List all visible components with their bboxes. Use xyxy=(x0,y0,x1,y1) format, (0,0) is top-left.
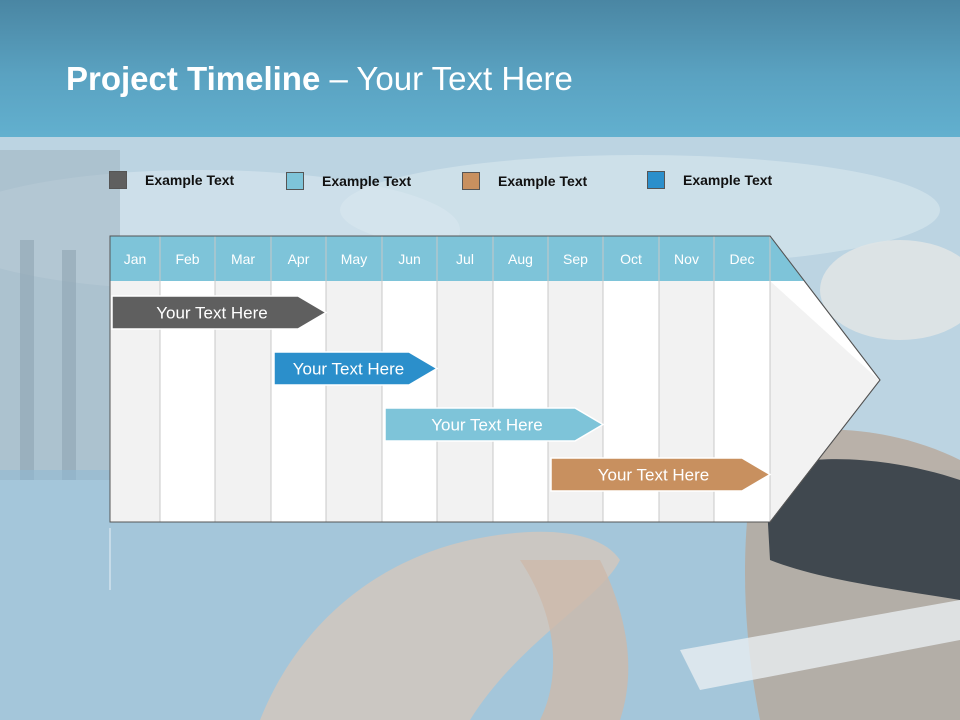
month-label: Aug xyxy=(508,251,533,267)
legend-label: Example Text xyxy=(498,173,588,189)
timeline-outline xyxy=(109,235,881,523)
month-label: Dec xyxy=(730,251,755,267)
title-bold: Project Timeline xyxy=(66,60,321,97)
task-bar xyxy=(384,407,605,442)
task-bar-label: Your Text Here xyxy=(598,466,710,485)
month-label: May xyxy=(341,251,367,267)
task-bar xyxy=(273,351,439,386)
legend-item-4: Example Text xyxy=(647,171,772,189)
legend-swatch xyxy=(647,171,665,189)
task-bar xyxy=(550,457,772,492)
legend-item-1: Example Text xyxy=(109,171,234,189)
month-label: Feb xyxy=(175,251,199,267)
month-label: Apr xyxy=(288,251,310,267)
title-rest: – Your Text Here xyxy=(320,60,573,97)
month-label: Sep xyxy=(563,251,588,267)
month-label: Mar xyxy=(231,251,255,267)
month-label: Jul xyxy=(456,251,474,267)
task-bar-label: Your Text Here xyxy=(431,416,543,435)
task-bar xyxy=(111,295,328,330)
legend-label: Example Text xyxy=(683,172,773,188)
slide-title: Project Timeline – Your Text Here xyxy=(66,60,573,98)
month-header xyxy=(110,236,770,281)
task-bar-label: Your Text Here xyxy=(156,304,268,323)
month-column xyxy=(326,281,382,522)
legend-item-3: Example Text xyxy=(462,172,587,190)
legend-label: Example Text xyxy=(145,172,235,188)
month-column xyxy=(437,281,493,522)
month-label: Jan xyxy=(124,251,147,267)
legend-label: Example Text xyxy=(322,173,412,189)
title-bar: Project Timeline – Your Text Here xyxy=(0,0,960,137)
month-label: Nov xyxy=(674,251,699,267)
legend-swatch xyxy=(109,171,127,189)
legend-swatch xyxy=(286,172,304,190)
legend-item-2: Example Text xyxy=(286,172,411,190)
legend-swatch xyxy=(462,172,480,190)
arrow-tip-fill xyxy=(770,281,879,521)
month-label: Oct xyxy=(620,251,642,267)
task-bar-label: Your Text Here xyxy=(293,360,405,379)
month-label: Jun xyxy=(398,251,421,267)
